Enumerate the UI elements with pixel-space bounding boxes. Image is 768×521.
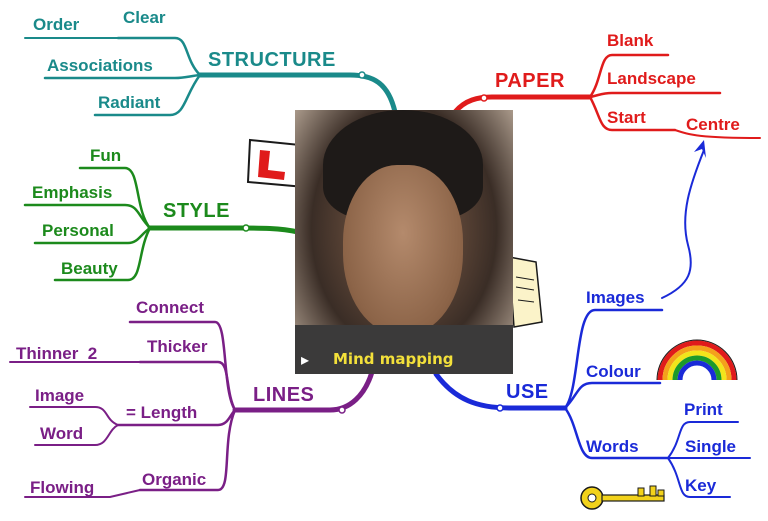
node-print: Print [684,400,723,419]
center-caption: Mind mapping [333,350,454,368]
rainbow-icon [656,339,738,381]
structure-branch-lines [24,36,398,117]
node-image: Image [35,386,85,405]
node-start: Start [607,108,646,127]
cursor-icon: ▸ [301,352,310,369]
node-thicker: Thicker [147,337,208,356]
key-icon [580,485,665,510]
node-words: Words [586,437,639,456]
node-organic: Organic [142,470,207,489]
photo-shirt [295,325,513,374]
node-fun: Fun [90,146,122,165]
node-clear: Clear [123,8,166,27]
node-personal: Personal [42,221,114,240]
node-landscape: Landscape [607,69,696,88]
node-length: = Length [126,403,198,422]
paper-branch-lines [452,53,761,139]
center-photo: ▸ Mind mapping [295,110,513,374]
node-images: Images [586,288,645,307]
node-connect: Connect [136,298,204,317]
use-label: USE [506,381,549,403]
node-key: Key [685,476,717,495]
node-thinner-2: Thinner 2 [16,344,98,363]
paper-label: PAPER [495,70,565,92]
structure-label: STRUCTURE [208,49,336,71]
node-centre: Centre [686,115,740,134]
photo-face [343,165,463,335]
node-blank: Blank [607,31,654,50]
lines-branch-lines [9,320,375,498]
use-branch-lines [433,149,751,498]
style-branch-lines [23,166,301,282]
node-flowing: Flowing [30,478,95,497]
node-word: Word [40,424,84,443]
style-label: STYLE [163,200,230,222]
node-associations: Associations [47,56,153,75]
lines-label: LINES [253,384,315,406]
node-colour: Colour [586,362,641,381]
node-order: Order [33,15,80,34]
node-radiant: Radiant [98,93,161,112]
node-single: Single [685,437,737,456]
arrow-icon [694,140,706,158]
node-emphasis: Emphasis [32,183,113,202]
node-beauty: Beauty [61,259,118,278]
